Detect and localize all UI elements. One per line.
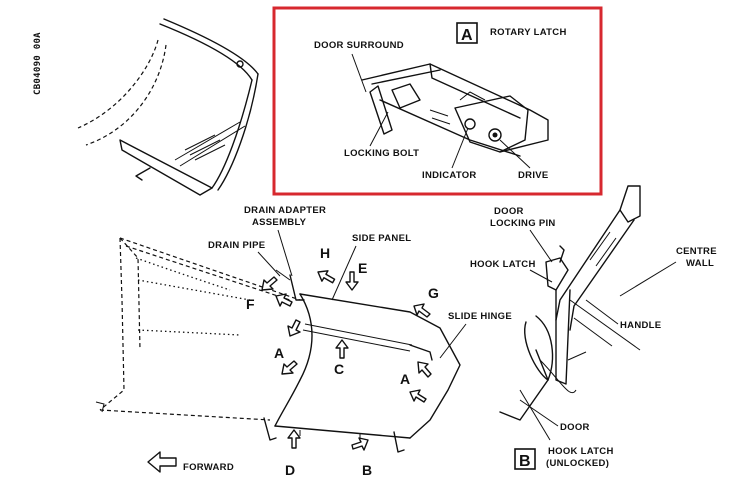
letter-b: B bbox=[362, 462, 372, 478]
forward-label: FORWARD bbox=[183, 462, 234, 473]
arrow-h bbox=[317, 270, 336, 284]
door-perspective-sketch bbox=[77, 18, 259, 196]
side-panel-leader bbox=[331, 245, 357, 301]
arrow-g bbox=[413, 303, 431, 318]
letter-c: C bbox=[334, 361, 344, 377]
hook-latch-label: HOOK LATCH bbox=[470, 259, 536, 270]
locking-bolt-label: LOCKING BOLT bbox=[344, 148, 419, 159]
inset-a-badge-box bbox=[456, 22, 478, 44]
door-leader bbox=[519, 399, 559, 427]
letter-f: F bbox=[246, 296, 255, 312]
drive-label: DRIVE bbox=[518, 170, 549, 181]
hook-latch-leader bbox=[529, 269, 553, 283]
door-locking-pin-label-1: DOOR bbox=[494, 206, 524, 217]
arrow-b bbox=[351, 437, 369, 451]
door-surround-leader bbox=[351, 53, 367, 93]
drain-adapter-label-2: ASSEMBLY bbox=[252, 217, 307, 228]
inset-b-title-1: HOOK LATCH bbox=[548, 446, 614, 457]
letter-d: D bbox=[285, 462, 295, 478]
rotary-latch-highlight-box bbox=[272, 6, 603, 196]
door-panel-drawing bbox=[95, 237, 461, 453]
indicator-label: INDICATOR bbox=[422, 170, 477, 181]
figure-code: CB04090 00A bbox=[33, 32, 43, 95]
locking-bolt-leader bbox=[369, 111, 389, 147]
letter-a-right: A bbox=[400, 371, 410, 387]
rotary-latch-drawing bbox=[361, 63, 549, 157]
arrow-c bbox=[335, 339, 349, 359]
side-panel-label: SIDE PANEL bbox=[352, 233, 411, 244]
letter-h: H bbox=[320, 245, 330, 261]
letter-g: G bbox=[428, 285, 439, 301]
arrow-f bbox=[261, 276, 278, 291]
inset-b-title-2: (UNLOCKED) bbox=[546, 458, 609, 469]
drain-pipe-leader bbox=[257, 251, 281, 277]
handle-leader bbox=[585, 299, 619, 325]
arrow-e bbox=[345, 271, 359, 291]
door-label: DOOR bbox=[560, 422, 590, 433]
drain-adapter-label-1: DRAIN ADAPTER bbox=[244, 205, 326, 216]
letter-a-left: A bbox=[274, 345, 284, 361]
arrow-a-right-1 bbox=[417, 361, 432, 378]
drive-leader bbox=[499, 139, 531, 169]
door-locking-pin-label-2: LOCKING PIN bbox=[490, 218, 556, 229]
centre-wall-label-1: CENTRE bbox=[676, 246, 717, 257]
centre-wall-leader bbox=[619, 261, 677, 297]
slide-hinge-label: SLIDE HINGE bbox=[448, 311, 512, 322]
handle-label: HANDLE bbox=[620, 320, 661, 331]
arrow-d bbox=[287, 429, 301, 449]
centre-wall-label-2: WALL bbox=[686, 258, 714, 269]
arrow-a-left-1 bbox=[287, 319, 301, 337]
inset-b-badge: B bbox=[519, 453, 531, 470]
letter-e: E bbox=[358, 260, 367, 276]
drain-pipe-label: DRAIN PIPE bbox=[208, 240, 265, 251]
forward-arrow-shape bbox=[147, 451, 177, 473]
door-surround-label: DOOR SURROUND bbox=[314, 40, 404, 51]
drain-adapter-leader bbox=[277, 229, 293, 277]
slide-hinge-leader bbox=[439, 323, 467, 359]
door-locking-pin-leader bbox=[529, 229, 553, 263]
inset-a-title: ROTARY LATCH bbox=[490, 27, 567, 38]
inset-a-badge: A bbox=[461, 27, 473, 44]
direction-arrows bbox=[147, 270, 432, 473]
hook-latch-drawing bbox=[499, 185, 641, 441]
inset-b-badge-box bbox=[514, 448, 536, 470]
arrow-f2 bbox=[275, 293, 293, 307]
arrow-a-right-2 bbox=[409, 389, 427, 403]
arrow-a-left-2 bbox=[281, 360, 298, 375]
indicator-leader bbox=[451, 127, 469, 169]
